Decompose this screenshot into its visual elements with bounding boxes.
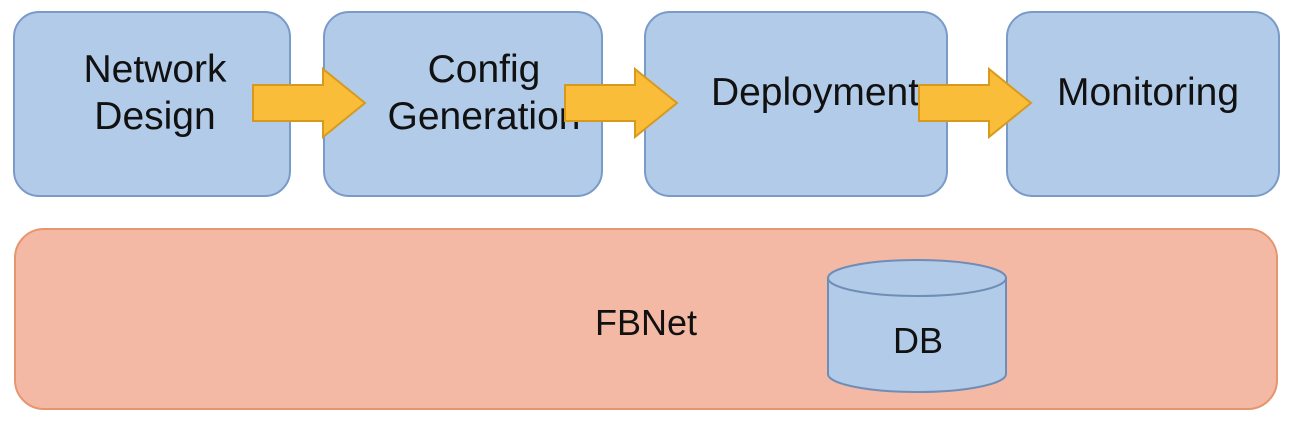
fbnet-platform-box bbox=[14, 228, 1278, 410]
right-arrow-icon bbox=[918, 66, 1033, 140]
right-arrow-icon bbox=[564, 66, 679, 140]
step-label: Config Generation bbox=[387, 48, 581, 138]
fbnet-label: FBNet bbox=[594, 302, 698, 343]
step-config-generation: Config Generation bbox=[323, 11, 603, 197]
step-deployment: Deployment bbox=[644, 11, 948, 197]
step-label: Network Design bbox=[83, 48, 227, 138]
step-monitoring: Monitoring bbox=[1006, 11, 1280, 197]
step-label: Monitoring bbox=[1056, 70, 1240, 114]
right-arrow-icon bbox=[252, 66, 367, 140]
database-cylinder-icon bbox=[827, 259, 1007, 393]
step-network-design: Network Design bbox=[13, 11, 291, 197]
step-label: Deployment bbox=[710, 70, 920, 114]
db-label: DB bbox=[892, 320, 943, 361]
